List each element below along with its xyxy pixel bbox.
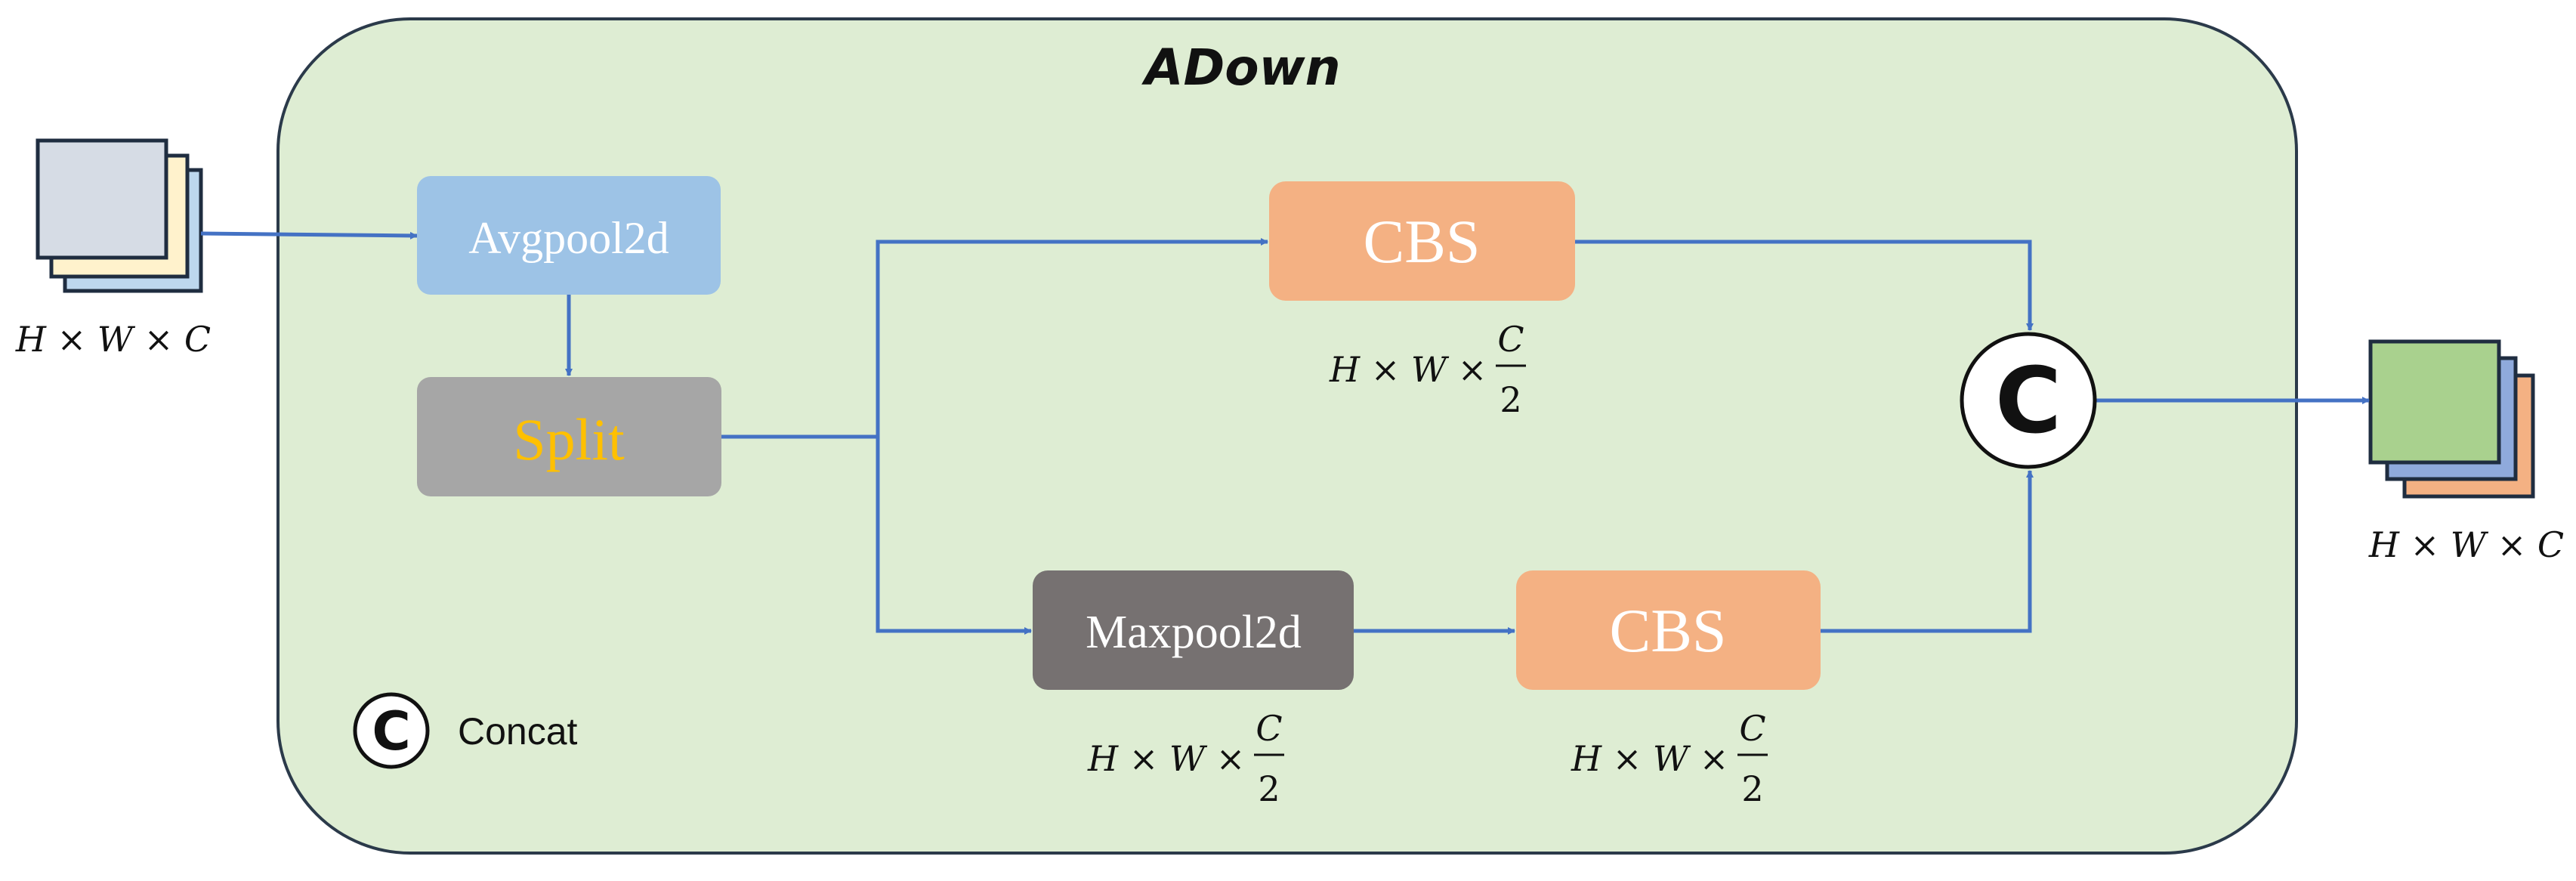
avgpool2d-label: Avgpool2d	[468, 213, 669, 263]
input-feature-map	[36, 138, 203, 293]
concat-node	[1960, 332, 2097, 469]
cbs-bottom-label: CBS	[1610, 596, 1727, 665]
arrow-cbs-top-to-concat	[1575, 240, 2034, 331]
svg-text:2: 2	[1258, 768, 1280, 809]
concat-node-symbol: C	[1995, 349, 2062, 454]
legend-concat-label: Concat	[458, 710, 578, 753]
arrow-cbs-bottom-to-concat	[1821, 470, 2034, 633]
svg-text:C: C	[1497, 319, 1524, 360]
svg-text:2: 2	[1500, 379, 1521, 420]
svg-text:H × W ×: H × W ×	[1571, 738, 1728, 779]
legend-concat-icon	[353, 692, 430, 769]
arrow-split-to-maxpool	[876, 437, 1032, 635]
split-block	[417, 377, 721, 496]
legend-concat-symbol: C	[372, 700, 410, 762]
maxpool2d-dims: H × W × C 2	[1087, 708, 1284, 809]
cbs-bottom-dims: H × W × C 2	[1571, 708, 1768, 809]
svg-text:C: C	[1256, 708, 1282, 749]
arrow-split-to-cbs-top	[876, 238, 1268, 437]
svg-text:2: 2	[1741, 768, 1763, 809]
cbs-bottom-block	[1516, 570, 1821, 690]
split-label: Split	[513, 406, 625, 472]
maxpool2d-label: Maxpool2d	[1086, 607, 1302, 658]
cbs-top-label: CBS	[1364, 207, 1481, 276]
svg-text:C: C	[1739, 708, 1765, 749]
connectors	[200, 231, 2370, 635]
input-dims: H × W × C	[15, 319, 211, 360]
maxpool2d-block	[1033, 570, 1354, 690]
diagram-title: ADown	[1141, 39, 1340, 97]
legend: C Concat	[353, 692, 578, 769]
avgpool2d-block	[417, 176, 721, 295]
svg-text:H × W ×: H × W ×	[1087, 738, 1245, 779]
svg-text:H × W ×: H × W ×	[1329, 349, 1487, 390]
cbs-top-block	[1269, 181, 1575, 301]
output-feature-map	[2368, 339, 2535, 499]
cbs-top-dims: H × W × C 2	[1329, 319, 1526, 420]
output-dims: H × W × C	[2368, 524, 2564, 565]
arrow-input-to-avgpool	[200, 231, 418, 240]
